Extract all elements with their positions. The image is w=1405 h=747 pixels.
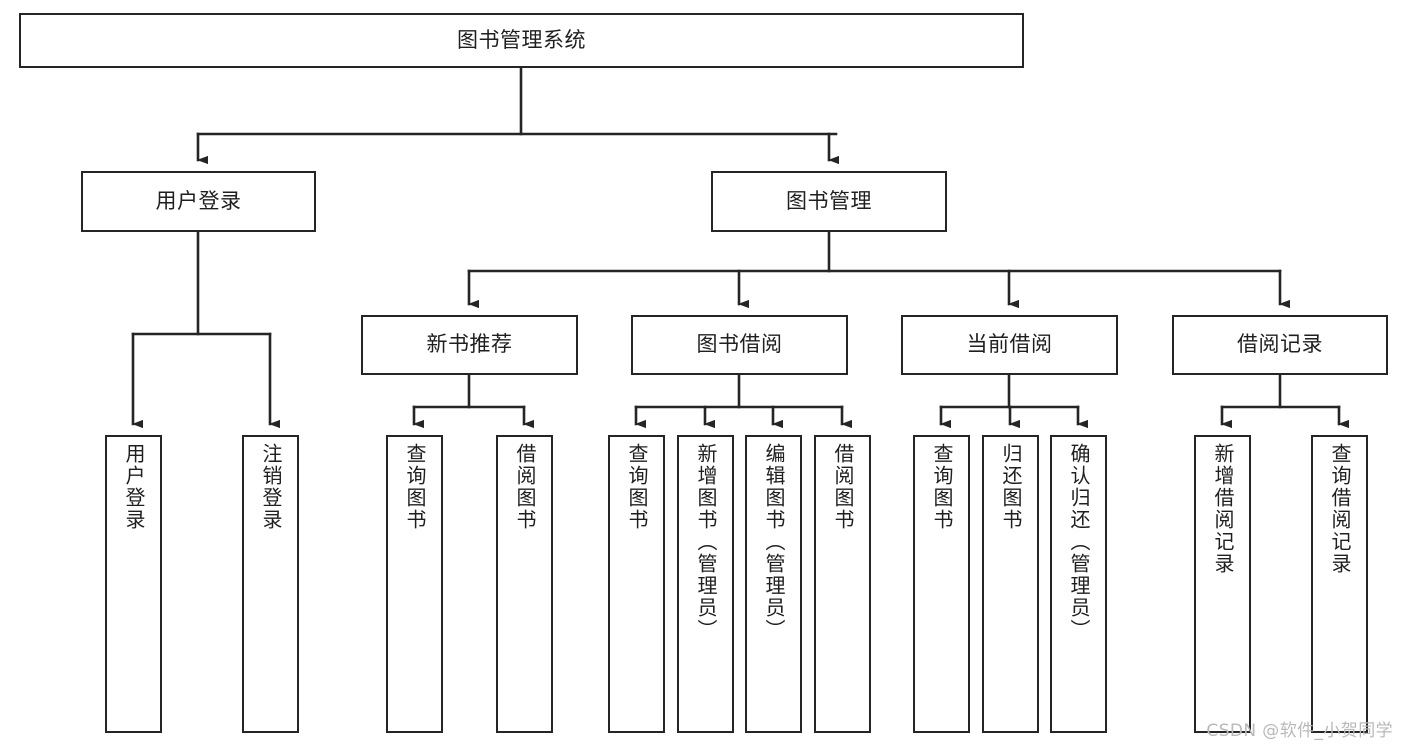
node-leaf-query-record-label: 查询借阅记录 (1328, 443, 1352, 575)
node-user-login[interactable]: 用户登录 (81, 171, 316, 232)
node-leaf-logout-login[interactable]: 注销登录 (242, 435, 299, 733)
node-leaf-query-book-1[interactable]: 查询图书 (386, 435, 443, 733)
node-current-borrow-label: 当前借阅 (966, 332, 1053, 357)
node-leaf-query-book-3-label: 查询图书 (930, 443, 954, 531)
node-leaf-add-record[interactable]: 新增借阅记录 (1194, 435, 1251, 733)
watermark-text: CSDN @软件_小贺同学 (1206, 721, 1393, 741)
node-leaf-borrow-book-1-label: 借阅图书 (513, 443, 537, 531)
node-leaf-logout-login-label: 注销登录 (259, 443, 283, 531)
node-leaf-user-login-label: 用户登录 (122, 443, 146, 531)
node-leaf-return-book[interactable]: 归还图书 (982, 435, 1039, 733)
node-leaf-return-book-label: 归还图书 (999, 443, 1023, 531)
node-leaf-edit-book-label: 编辑图书（管理员） (762, 443, 786, 641)
node-leaf-query-book-2-label: 查询图书 (625, 443, 649, 531)
node-leaf-borrow-book-2[interactable]: 借阅图书 (814, 435, 871, 733)
node-borrow-record[interactable]: 借阅记录 (1172, 315, 1388, 375)
node-root[interactable]: 图书管理系统 (19, 13, 1024, 68)
node-leaf-add-book[interactable]: 新增图书（管理员） (677, 435, 734, 733)
node-current-borrow[interactable]: 当前借阅 (901, 315, 1118, 375)
node-leaf-query-book-1-label: 查询图书 (403, 443, 427, 531)
node-leaf-query-book-3[interactable]: 查询图书 (913, 435, 970, 733)
node-leaf-add-record-label: 新增借阅记录 (1211, 443, 1235, 575)
node-book-borrow[interactable]: 图书借阅 (631, 315, 848, 375)
node-leaf-edit-book[interactable]: 编辑图书（管理员） (745, 435, 802, 733)
node-root-label: 图书管理系统 (457, 27, 586, 52)
node-user-login-label: 用户登录 (155, 188, 242, 213)
node-leaf-borrow-book-1[interactable]: 借阅图书 (496, 435, 553, 733)
node-borrow-record-label: 借阅记录 (1237, 332, 1323, 357)
node-book-management[interactable]: 图书管理 (711, 171, 947, 232)
node-new-book-recommend[interactable]: 新书推荐 (361, 315, 578, 375)
node-leaf-query-record[interactable]: 查询借阅记录 (1311, 435, 1368, 733)
node-leaf-query-book-2[interactable]: 查询图书 (608, 435, 665, 733)
node-leaf-confirm-return[interactable]: 确认归还（管理员） (1050, 435, 1107, 733)
node-leaf-confirm-return-label: 确认归还（管理员） (1067, 443, 1091, 641)
node-leaf-borrow-book-2-label: 借阅图书 (831, 443, 855, 531)
node-book-borrow-label: 图书借阅 (696, 332, 783, 357)
node-leaf-add-book-label: 新增图书（管理员） (694, 443, 718, 641)
node-leaf-user-login[interactable]: 用户登录 (105, 435, 162, 733)
node-new-book-recommend-label: 新书推荐 (426, 332, 513, 357)
node-book-management-label: 图书管理 (786, 188, 872, 213)
